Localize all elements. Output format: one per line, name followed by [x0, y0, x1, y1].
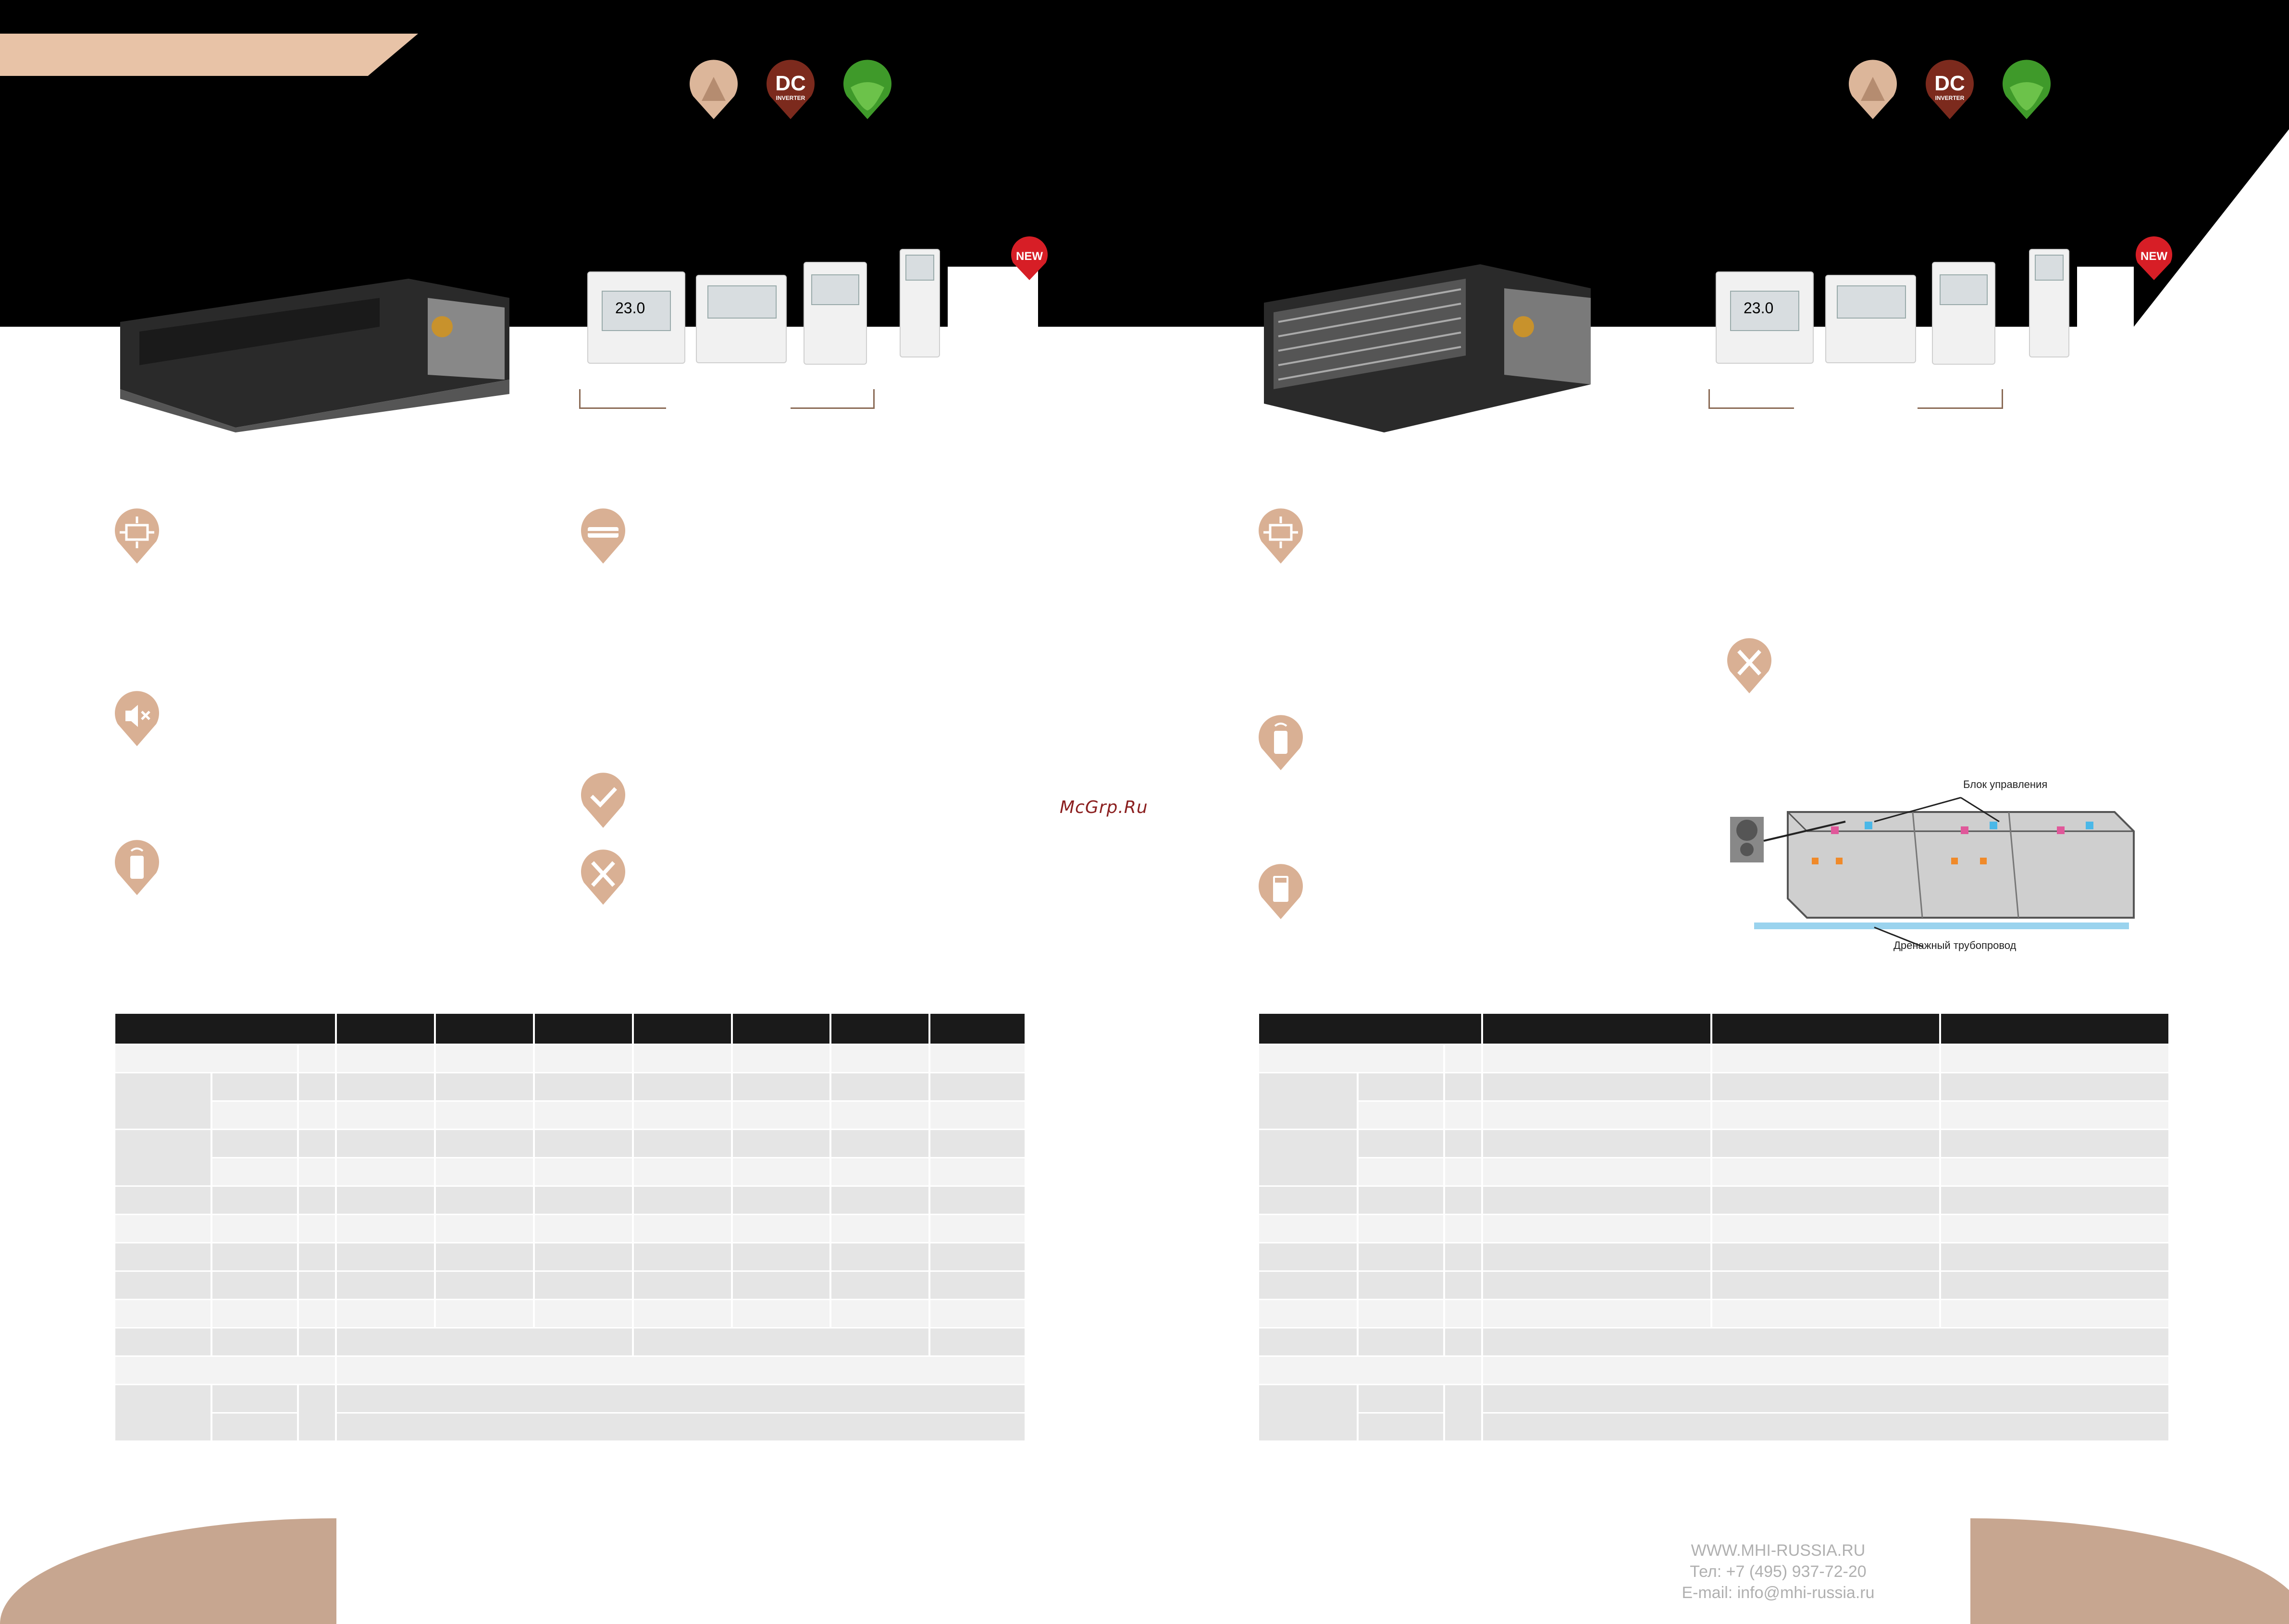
- diagram-label-drain: Дренажный трубопровод: [1893, 939, 2017, 951]
- heat-pump-badge-icon: [1846, 58, 1899, 120]
- svg-text:INVERTER: INVERTER: [776, 95, 805, 101]
- simple-controller-image: [1932, 262, 1995, 365]
- dc-label: DC: [775, 72, 806, 95]
- compact-size-icon: [113, 507, 161, 565]
- compact-size-icon: [1257, 507, 1305, 565]
- watermark-text: McGrp.Ru: [1060, 798, 1148, 817]
- remote-temp-display: 23.0: [1744, 299, 1774, 317]
- table-row: [115, 1157, 1027, 1186]
- table-header-row: [115, 1014, 1027, 1045]
- table-row: [1259, 1299, 2170, 1328]
- table-row: [1259, 1356, 2170, 1385]
- table-row: [1259, 1044, 2170, 1073]
- svg-text:NEW: NEW: [2141, 250, 2167, 263]
- table-row: [115, 1299, 1027, 1328]
- wireless-remote-icon: [1257, 714, 1305, 771]
- new-badge: NEW: [2134, 233, 2174, 281]
- table-row: [1259, 1214, 2170, 1243]
- table-row: [1259, 1157, 2170, 1186]
- svg-text:NEW: NEW: [1016, 250, 1043, 263]
- duct-unit-image-left: [111, 269, 524, 432]
- table-row: [1259, 1413, 2170, 1441]
- bracket-left: [1708, 389, 1794, 409]
- table-row: [115, 1044, 1027, 1073]
- wired-controller-image: [696, 275, 787, 363]
- quality-check-icon: [579, 771, 627, 829]
- table-header-row: [1259, 1014, 2170, 1045]
- bottom-right-curve: [1970, 1518, 2289, 1624]
- bracket-left: [579, 389, 666, 409]
- section-tab: [0, 34, 418, 76]
- bottom-left-curve: [0, 1518, 336, 1624]
- remote-panel-white: [948, 267, 1038, 327]
- table-row: [115, 1129, 1027, 1186]
- table-row: [115, 1384, 1027, 1441]
- remote-panel-white: [2077, 267, 2134, 327]
- wireless-remote-image: [2029, 249, 2069, 357]
- footer-phone: Тел: +7 (495) 937-72-20: [1690, 1562, 1867, 1581]
- touch-controller-image: 23.0: [1716, 271, 1814, 364]
- maintenance-tools-icon: [1725, 637, 1773, 694]
- footer-contacts: WWW.MHI-RUSSIA.RU Тел: +7 (495) 937-72-2…: [1634, 1540, 1922, 1603]
- simple-controller-image: [804, 262, 867, 365]
- table-row: [1259, 1072, 2170, 1130]
- footer-email[interactable]: E-mail: info@mhi-russia.ru: [1682, 1584, 1875, 1602]
- wireless-remote-image: [900, 249, 940, 357]
- table-row: [115, 1328, 1027, 1356]
- low-noise-icon: [113, 689, 161, 747]
- wireless-remote-icon: [113, 838, 161, 896]
- duct-unit-image-right: [1254, 259, 1620, 437]
- installation-diagram: Блок управления Дренажный трубопровод: [1720, 769, 2143, 961]
- table-row: [1259, 1328, 2170, 1356]
- table-row: [115, 1072, 1027, 1130]
- spec-table-right: [1259, 1014, 2170, 1442]
- table-row: [115, 1356, 1027, 1385]
- maintenance-tools-icon: [579, 848, 627, 906]
- table-row: [1259, 1384, 2170, 1441]
- wired-controller-image: [1825, 275, 1916, 363]
- footer-website[interactable]: WWW.MHI-RUSSIA.RU: [1691, 1541, 1866, 1560]
- diagram-label-control: Блок управления: [1963, 778, 2048, 790]
- calculator-icon: [1257, 862, 1305, 920]
- bracket-right: [791, 389, 875, 409]
- table-row: [1259, 1271, 2170, 1300]
- remote-temp-display: 23.0: [615, 299, 645, 317]
- heat-pump-badge-icon: [687, 58, 740, 120]
- eco-leaf-badge-icon: [841, 58, 894, 120]
- slim-unit-icon: [579, 507, 627, 565]
- table-row: [115, 1101, 1027, 1130]
- table-row: [115, 1243, 1027, 1271]
- table-row: [1259, 1186, 2170, 1215]
- table-row: [1259, 1129, 2170, 1186]
- new-badge: NEW: [1009, 233, 1050, 281]
- eco-leaf-badge-icon: [2000, 58, 2053, 120]
- spec-table-left: [115, 1014, 1027, 1442]
- svg-text:DC: DC: [1934, 72, 1965, 95]
- table-row: [1259, 1101, 2170, 1130]
- dc-inverter-badge-icon: DC INVERTER: [1923, 58, 1976, 120]
- table-row: [115, 1186, 1027, 1215]
- table-row: [115, 1413, 1027, 1441]
- table-row: [115, 1214, 1027, 1243]
- table-row: [1259, 1243, 2170, 1271]
- bracket-right: [1918, 389, 2003, 409]
- svg-text:INVERTER: INVERTER: [1935, 95, 1965, 101]
- table-row: [115, 1271, 1027, 1300]
- dc-inverter-badge-icon: DC INVERTER: [764, 58, 817, 120]
- touch-controller-image: 23.0: [587, 271, 685, 364]
